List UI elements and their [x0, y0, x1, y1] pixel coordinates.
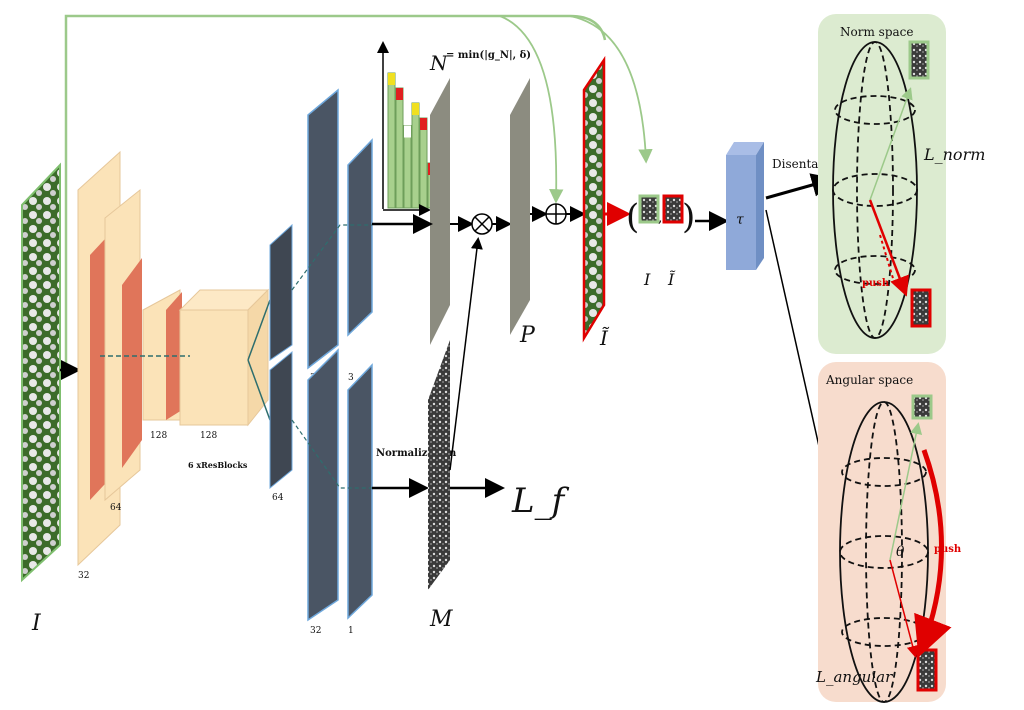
multiply-symbol: [474, 216, 490, 232]
theta-label: θ: [896, 544, 905, 560]
pair-I-thumb: [638, 194, 660, 224]
angular-red-vector: [889, 559, 919, 658]
N-label: N: [429, 51, 449, 75]
branch-split: [247, 299, 271, 421]
pair-I-tilde-thumb: [662, 194, 684, 224]
angular-space-label: Angular space: [825, 373, 913, 387]
P-panel: [510, 78, 530, 335]
norm-thumb-green: [908, 40, 930, 80]
enc-128b-label: 128: [200, 431, 217, 441]
enc-128a-label: 128: [150, 431, 167, 441]
top-3-label: 3: [348, 373, 354, 383]
encoder: [77, 150, 270, 567]
histogram-bar: [411, 102, 420, 209]
P-label: P: [519, 323, 536, 348]
pair-open-paren: (: [626, 197, 639, 237]
input-I-label: I: [31, 611, 42, 636]
enc-32-label: 32: [78, 571, 89, 581]
norm-space-panel: [818, 14, 946, 354]
plus-symbol: [546, 204, 566, 224]
N-formula: = min(|g_N|, δ): [446, 50, 531, 61]
top-conv-3: [347, 138, 373, 337]
N-panel: [430, 78, 450, 345]
branch-top-block: [269, 223, 293, 361]
norm-red-vector: [868, 199, 910, 297]
bottom-conv-32: [307, 348, 339, 622]
normalization-label: Normalization: [376, 448, 457, 459]
Lf-label: L_f: [511, 481, 570, 521]
norm-sphere: [832, 41, 918, 339]
histogram-bar: [403, 125, 412, 209]
pair-comma: ,: [658, 210, 662, 226]
bot-1-label: 1: [348, 626, 354, 636]
histogram-bar-top: [420, 118, 427, 130]
histogram-bar-top: [388, 73, 395, 85]
tau-label: τ: [736, 212, 744, 228]
pair-I-tilde-label: Ĩ: [667, 269, 676, 289]
output-image: [582, 55, 606, 343]
histogram-bar: [419, 117, 428, 209]
pair-I-label: I: [643, 270, 651, 289]
I-tilde-label: Ĩ: [599, 326, 610, 350]
bot-32-label: 32: [310, 626, 321, 636]
bottom-conv-1: [347, 363, 373, 620]
top-conv-32: [307, 88, 339, 370]
M-label: M: [429, 607, 453, 632]
norm-thumb-red: [910, 288, 932, 328]
angular-green-vector: [889, 422, 923, 561]
skip-connection-arrow-1: [499, 15, 564, 204]
histogram-bar: [395, 87, 404, 209]
angular-push-arrow: [914, 449, 952, 658]
resblocks-label: 6 xResBlocks: [188, 460, 248, 470]
histogram-bar-top: [404, 125, 411, 138]
histogram-bar: [387, 72, 396, 209]
pair-close-paren: ): [682, 197, 695, 237]
norm-green-vector: [869, 87, 913, 201]
histogram: [387, 72, 436, 209]
input-image: [21, 162, 61, 583]
norm-push-label: push: [862, 278, 890, 289]
M-to-mult-arrow: [449, 237, 483, 471]
top-dash: [291, 224, 372, 291]
histogram-bar-top: [396, 88, 403, 100]
angular-sphere: [839, 401, 929, 703]
tau-block: [726, 142, 764, 270]
L-angular-label: L_angular: [815, 668, 893, 686]
L-norm-label: L_norm: [923, 145, 985, 164]
branch-bottom-block: [269, 350, 293, 490]
norm-space-label: Norm space: [840, 25, 913, 39]
skip-connection-arrow-2: [569, 15, 653, 164]
branch-64-label: 64: [272, 493, 284, 503]
angular-thumb-red: [916, 648, 938, 692]
angular-push-label: push: [934, 544, 962, 555]
norm-red-dashed: [879, 234, 896, 286]
histogram-bar-top: [412, 103, 419, 115]
M-map: [428, 340, 450, 590]
angular-thumb-green: [911, 394, 933, 420]
enc-64-label: 64: [110, 503, 122, 513]
